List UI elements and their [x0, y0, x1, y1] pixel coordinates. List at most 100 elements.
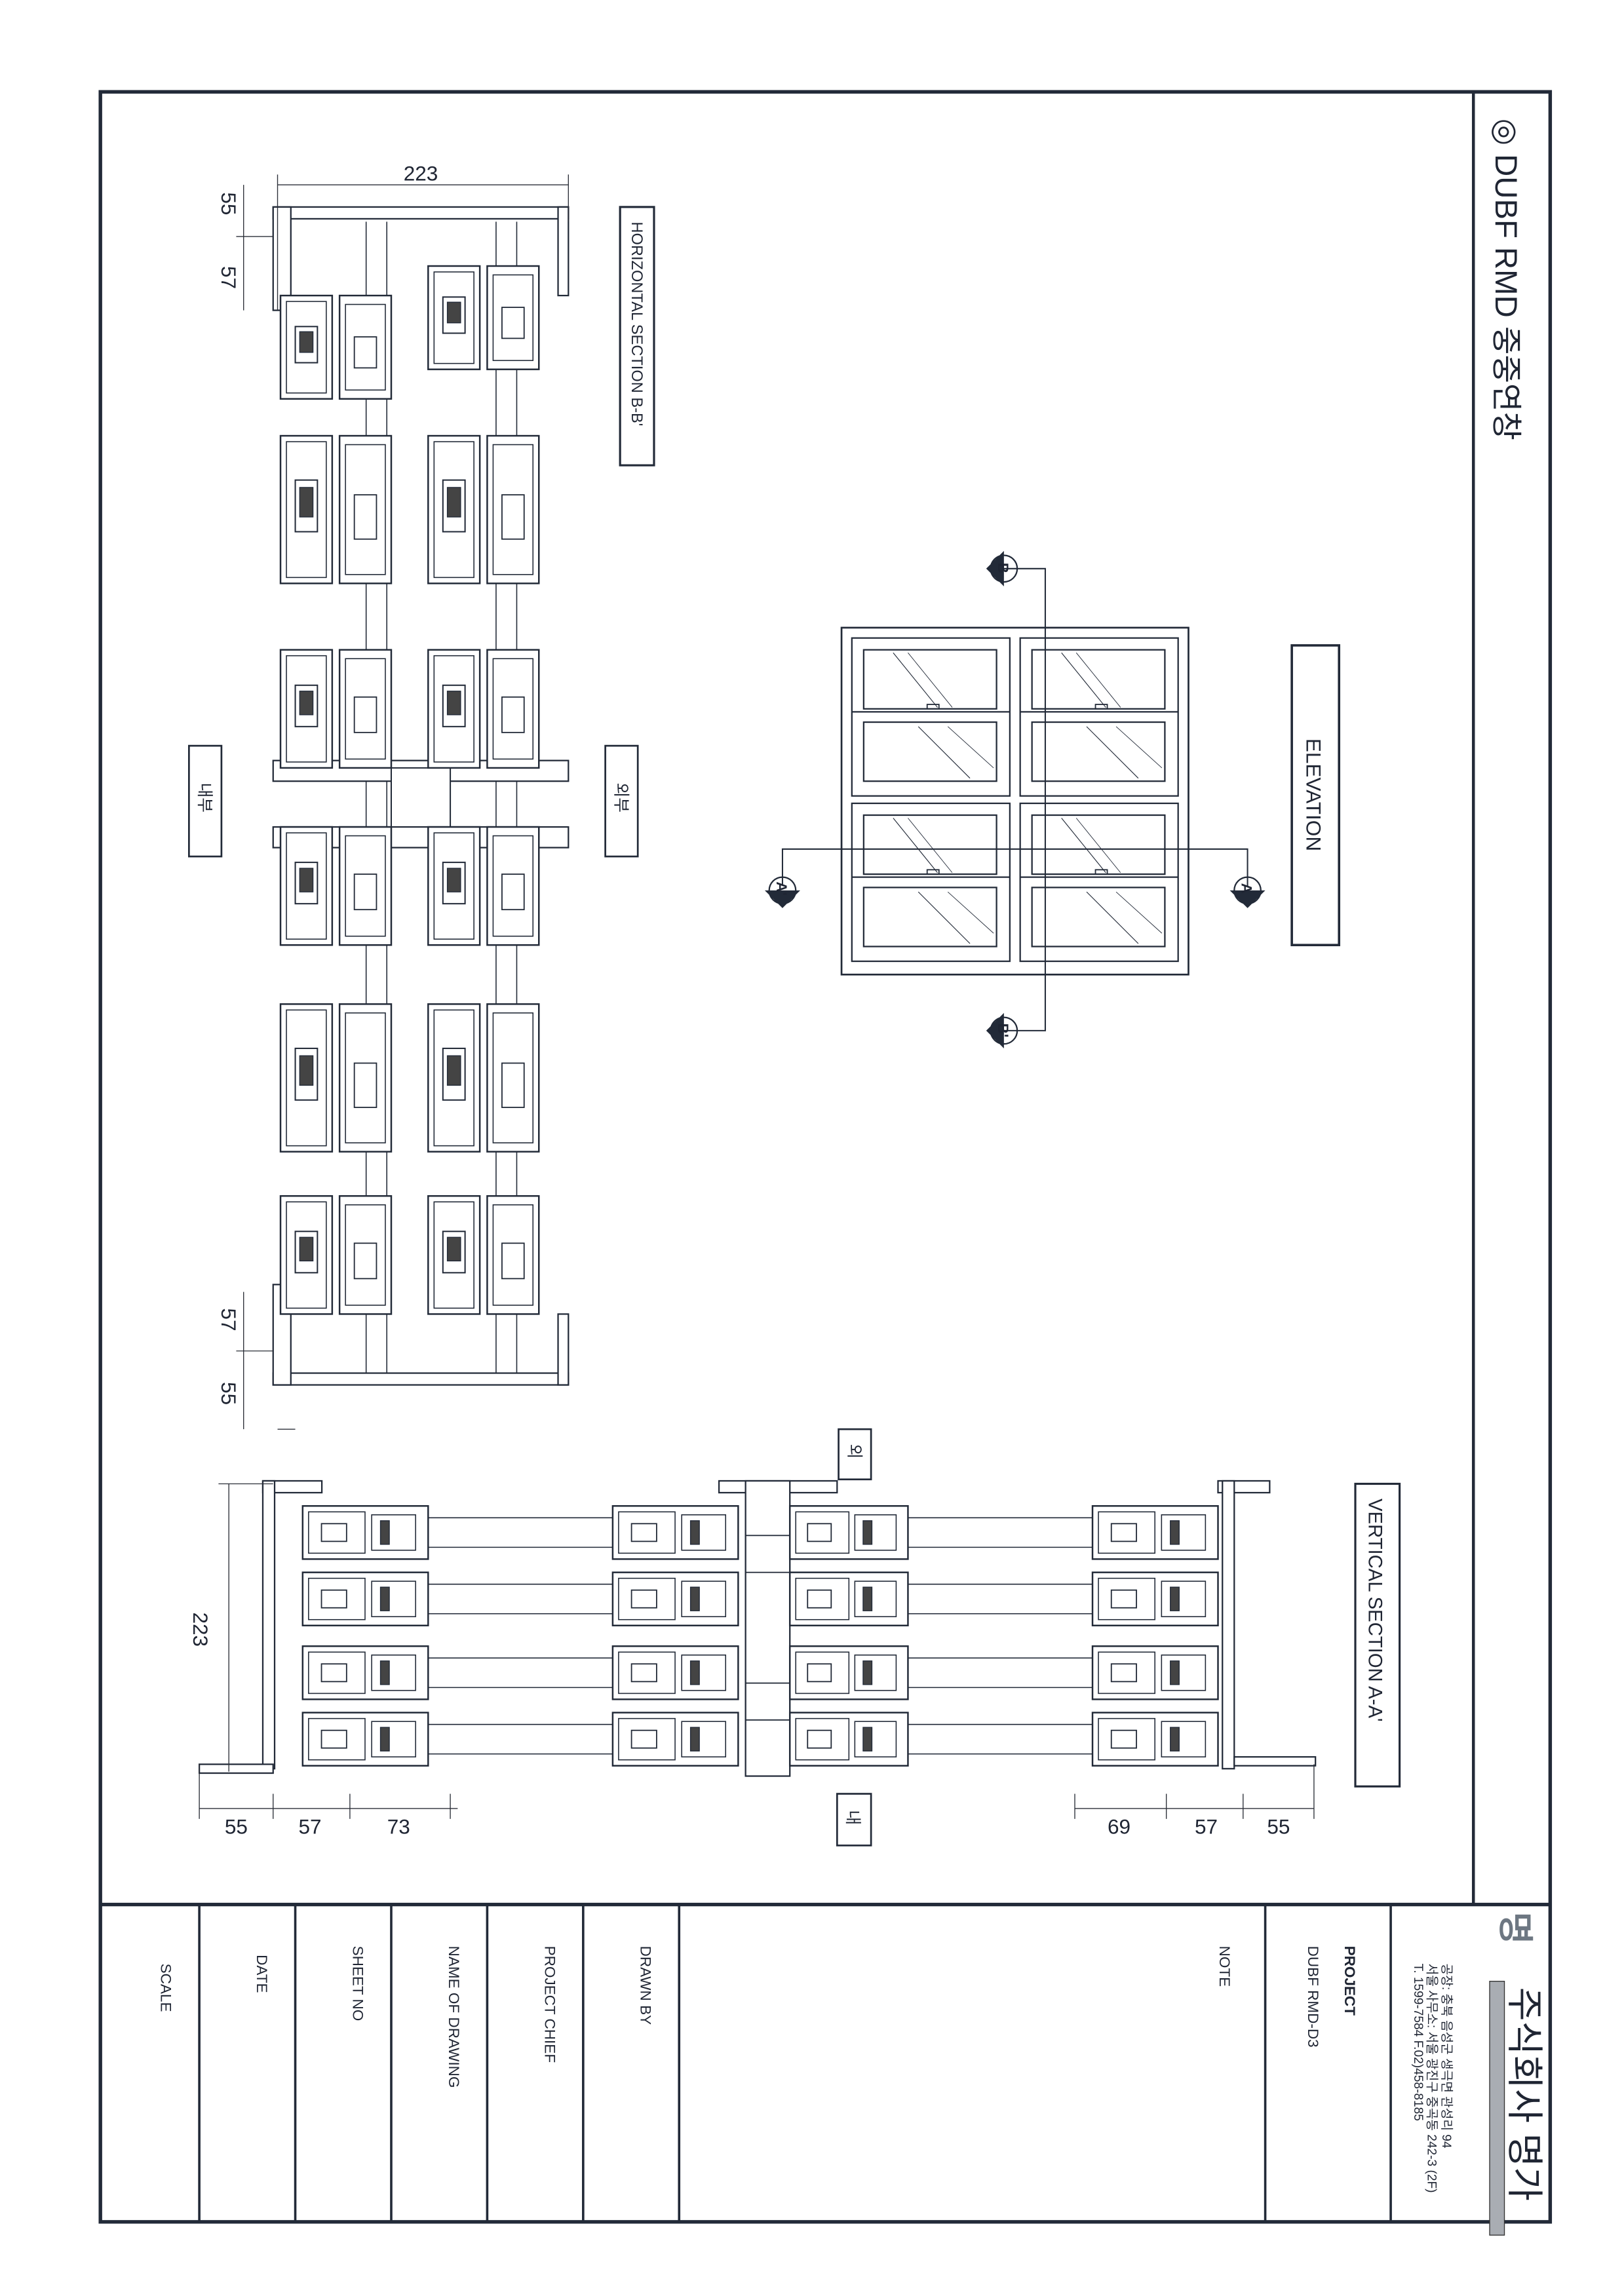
note-label: NOTE — [1216, 1946, 1233, 1987]
profile-chamber — [286, 655, 327, 763]
lock-roller — [1110, 1663, 1137, 1683]
sash-profile — [279, 294, 393, 400]
sash-profile — [611, 1712, 739, 1767]
sill-frame-leg — [557, 1313, 570, 1386]
transom-core — [744, 1480, 791, 1777]
glass-line — [1061, 818, 1106, 873]
svg-text:명: 명 — [1495, 1912, 1534, 1945]
profile-chamber — [286, 441, 327, 579]
profile-chamber — [854, 1580, 897, 1618]
inside-short-box — [836, 1793, 872, 1846]
glass-pane-upper — [1031, 649, 1166, 710]
glass-line — [1115, 891, 1163, 934]
profile-chamber — [492, 274, 534, 361]
date-label: DATE — [254, 1955, 270, 1993]
profile-chamber — [308, 1717, 366, 1761]
dim-h-top-1: 55 — [217, 192, 241, 215]
gasket — [862, 1660, 873, 1685]
profile-core — [294, 1047, 319, 1101]
profile-chamber — [286, 301, 327, 394]
marker-b-prime: B' — [986, 1012, 1018, 1048]
glass-pane-upper — [862, 649, 997, 710]
gasket — [1170, 1586, 1180, 1611]
gasket — [689, 1520, 700, 1545]
profile-core — [353, 336, 377, 369]
sash-frame — [851, 637, 1011, 797]
sash-profile — [427, 649, 540, 769]
company-name: 주식회사 명가 — [1504, 1987, 1545, 2201]
profile-core — [442, 1231, 466, 1274]
sash-profile — [279, 434, 393, 584]
profile-outer — [486, 649, 540, 769]
glass-line — [947, 726, 994, 769]
gasket — [379, 1520, 390, 1545]
sash-profile — [611, 1645, 739, 1700]
glass-pane-upper — [862, 814, 997, 875]
outer-border — [98, 90, 1553, 2224]
outside-short-label: 외 — [845, 1444, 863, 1459]
profile-chamber — [795, 1577, 850, 1620]
lock-roller — [630, 1663, 657, 1683]
gasket — [299, 331, 314, 353]
marker-a: A — [1229, 876, 1266, 908]
profile-outer — [338, 1003, 393, 1153]
profile-chamber — [433, 1009, 474, 1147]
profile-core — [501, 696, 525, 733]
dim-v-total: 223 — [189, 1612, 212, 1647]
profile-chamber — [371, 1514, 416, 1551]
gasket — [446, 301, 461, 324]
lock-roller — [1110, 1729, 1137, 1749]
sash-profile — [611, 1571, 739, 1626]
profile-chamber — [308, 1511, 366, 1554]
sash-profile — [1091, 1571, 1219, 1626]
profile-chamber — [433, 441, 474, 579]
sash-profile — [427, 265, 540, 370]
horizontal-section-dims — [236, 174, 569, 1430]
dim-v-left-3: 73 — [387, 1814, 410, 1838]
profile-chamber — [345, 835, 386, 937]
glass-line — [1061, 652, 1106, 708]
marker-b: B — [986, 550, 1018, 586]
profile-core — [353, 494, 377, 540]
lock-roller — [320, 1523, 347, 1542]
gasket — [862, 1727, 873, 1751]
profile-chamber — [1161, 1721, 1207, 1758]
profile-chamber — [1161, 1514, 1207, 1551]
glass-pane-lower — [1031, 887, 1166, 947]
sash-profile — [788, 1712, 909, 1767]
profile-chamber — [1161, 1580, 1207, 1618]
gasket — [299, 691, 314, 716]
horizontal-section-label-box — [619, 206, 655, 467]
dim-v-right-1: 69 — [1108, 1814, 1131, 1838]
drawing-title: ◎ DUBF RMD 중중연창 — [1488, 119, 1523, 440]
gasket — [689, 1586, 700, 1611]
profile-core — [294, 684, 319, 727]
glass-line — [1075, 818, 1121, 873]
profile-chamber — [433, 832, 474, 940]
gasket — [379, 1660, 390, 1685]
horizontal-section-label: HORIZONTAL SECTION B-B' — [628, 221, 645, 426]
profile-chamber — [286, 832, 327, 940]
outside-short-box — [838, 1428, 872, 1481]
profile-chamber — [795, 1717, 850, 1761]
company-address-factory: 공장: 충북 음성군 생극면 관성리 94 — [1439, 1964, 1454, 2149]
profile-outer — [338, 434, 393, 584]
dim-v-right-2: 57 — [1195, 1814, 1218, 1838]
elevation-window — [840, 626, 1189, 976]
project-chief-label: PROJECT CHIEF — [541, 1946, 558, 2063]
profile-chamber — [433, 1201, 474, 1309]
profile-chamber — [492, 444, 534, 575]
vertical-section-drawing — [198, 1480, 1317, 1777]
profile-chamber — [371, 1655, 416, 1691]
svg-text:A': A' — [773, 881, 790, 896]
profile-chamber — [308, 1651, 366, 1694]
profile-chamber — [681, 1721, 727, 1758]
lock-roller — [1110, 1589, 1137, 1609]
gasket — [689, 1727, 700, 1751]
profile-outer — [338, 1195, 393, 1315]
head-frame — [1222, 1480, 1235, 1770]
profile-core — [501, 1242, 525, 1280]
glass-pane-upper — [1031, 814, 1166, 875]
profile-core — [353, 873, 377, 911]
profile-chamber — [618, 1717, 676, 1761]
